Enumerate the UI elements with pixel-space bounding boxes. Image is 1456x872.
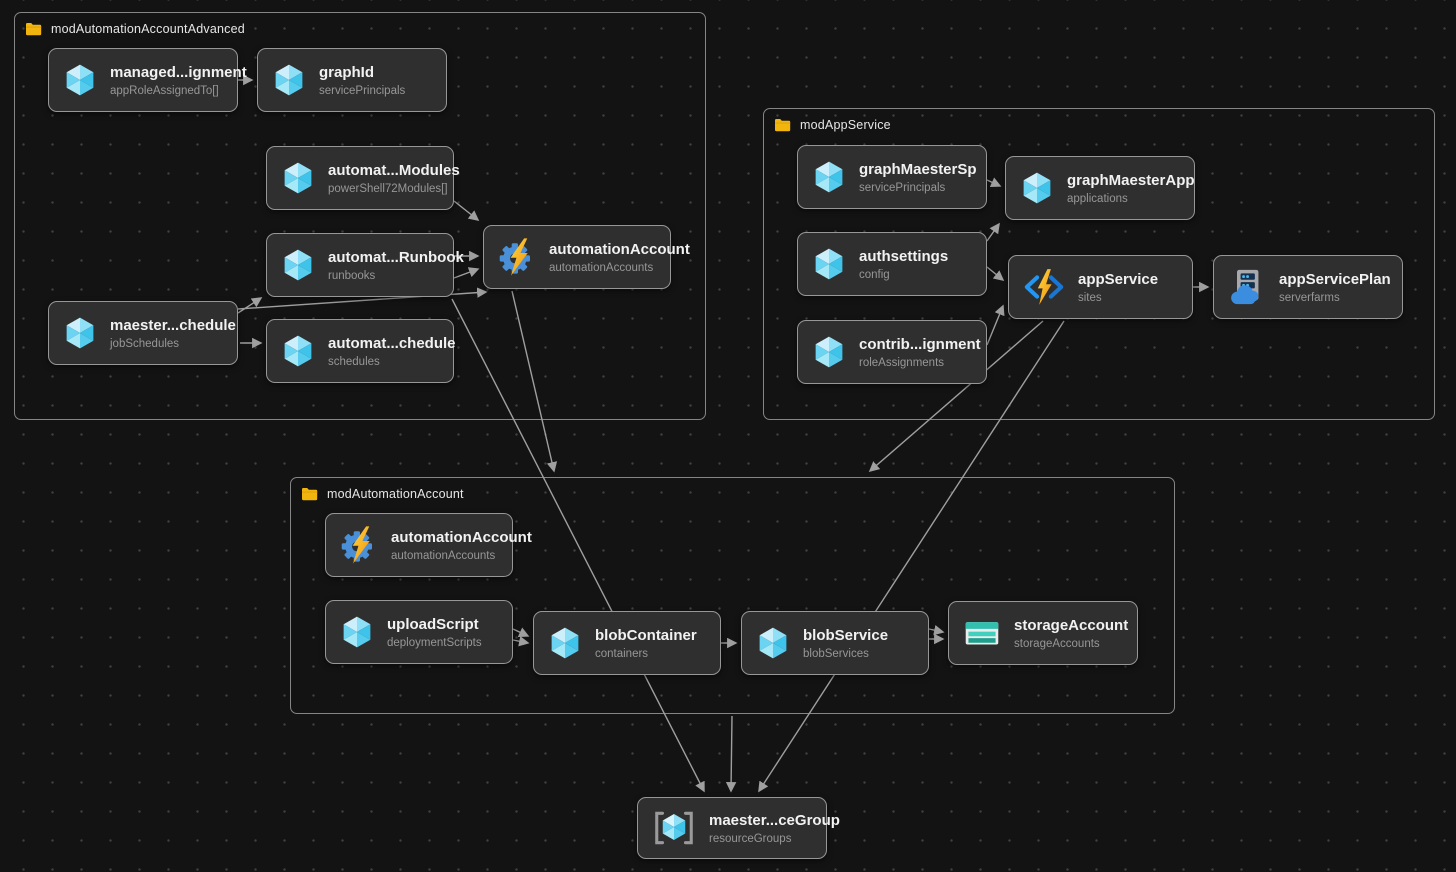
automation-account-icon [341,526,372,564]
module-group-label[interactable]: modAutomationAccountAdvanced [25,22,245,36]
module-group-name: modAutomationAccount [327,487,464,501]
node-title: graphId [319,63,374,81]
node-resource-type: roleAssignments [859,356,945,369]
resource-cube-icon [551,627,579,659]
edge-modAutomationAccount-to-maesterResourceGroup [725,715,737,793]
node-title: maester...chedule [110,316,236,334]
resource-cube-icon [1023,172,1051,204]
node-resource-type: config [859,268,890,281]
folder-icon [302,488,318,501]
module-group-name: modAutomationAccountAdvanced [51,22,245,36]
node-title: graphMaesterSp [859,160,977,178]
node-resource-type: sites [1078,291,1102,304]
resource-cube-icon [343,616,371,648]
node-graphMaesterSp[interactable]: graphMaesterSp servicePrincipals [797,145,987,209]
node-title: storageAccount [1014,616,1129,634]
node-title: automationAccount [391,528,532,546]
node-title: managed...ignment [110,63,247,81]
resource-cube-icon [66,317,94,349]
node-resource-type: servicePrincipals [859,181,946,194]
resource-cube-icon [815,336,843,368]
node-resource-type: schedules [328,355,380,368]
resource-cube-icon [815,161,843,193]
module-group-label[interactable]: modAppService [774,118,891,132]
resource-group-icon [655,811,693,845]
node-blobContainer[interactable]: blobContainer containers [533,611,721,675]
node-storageAccount[interactable]: storageAccount storageAccounts [948,601,1138,665]
resource-cube-icon [284,335,312,367]
node-resource-type: serverfarms [1279,291,1340,304]
module-group-modAutomationAccount: modAutomationAccount [290,477,1175,714]
node-resource-type: applications [1067,192,1128,205]
node-title: automat...chedule [328,334,456,352]
app-service-plan-icon [1231,269,1259,305]
storage-account-icon [965,622,999,645]
node-title: authsettings [859,247,949,265]
node-uploadScript[interactable]: uploadScript deploymentScripts [325,600,513,664]
node-title: maester...ceGroup [709,811,840,829]
module-group-modAppService: modAppService [763,108,1435,420]
node-graphMaesterApp[interactable]: graphMaesterApp applications [1005,156,1195,220]
node-appServicePlan[interactable]: appServicePlan serverfarms [1213,255,1403,319]
node-resource-type: containers [595,647,649,660]
node-resource-type: jobSchedules [110,337,180,350]
node-contribAssignment[interactable]: contrib...ignment roleAssignments [797,320,987,384]
node-automatSchedule[interactable]: automat...chedule schedules [266,319,456,383]
node-automatRunbook[interactable]: automat...Runbook runbooks [266,233,464,297]
node-resource-type: appRoleAssignedTo[] [110,84,219,97]
node-authsettings[interactable]: authsettings config [797,232,987,296]
node-resource-type: deploymentScripts [387,636,482,649]
module-group-modAutomationAccountAdvanced: modAutomationAccountAdvanced [14,12,706,420]
node-maesterSchedule[interactable]: maester...chedule jobSchedules [48,301,238,365]
resource-cube-icon [815,248,843,280]
resource-cube-icon [759,627,787,659]
node-resource-type: blobServices [803,647,869,660]
node-title: blobContainer [595,626,697,644]
node-resource-type: servicePrincipals [319,84,406,97]
automation-account-icon [499,238,530,276]
node-resource-type: automationAccounts [549,261,654,274]
node-title: blobService [803,626,889,644]
resource-cube-icon [275,64,303,96]
node-resource-type: runbooks [328,269,376,282]
folder-icon [775,119,791,132]
node-resource-type: powerShell72Modules[] [328,182,448,195]
node-title: automationAccount [549,240,690,258]
node-automatModules[interactable]: automat...Modules powerShell72Modules[] [266,146,460,210]
app-service-icon [1024,269,1064,305]
node-automationAccountAdv[interactable]: automationAccount automationAccounts [483,225,690,289]
node-title: automat...Modules [328,161,460,179]
node-title: appServicePlan [1279,270,1391,288]
node-title: graphMaesterApp [1067,171,1195,189]
node-maesterResourceGroup[interactable]: maester...ceGroup resourceGroups [637,797,840,859]
node-blobService[interactable]: blobService blobServices [741,611,929,675]
node-graphId[interactable]: graphId servicePrincipals [257,48,447,112]
node-appService[interactable]: appService sites [1008,255,1193,319]
node-resource-type: automationAccounts [391,549,496,562]
folder-icon [26,23,42,36]
node-title: appService [1078,270,1159,288]
resource-cube-icon [66,64,94,96]
node-automationAccount2[interactable]: automationAccount automationAccounts [325,513,532,577]
node-title: contrib...ignment [859,335,981,353]
module-group-label[interactable]: modAutomationAccount [301,487,464,501]
node-resource-type: storageAccounts [1014,637,1100,650]
node-resource-type: resourceGroups [709,832,792,845]
node-title: automat...Runbook [328,248,464,266]
resource-cube-icon [284,249,312,281]
resource-cube-icon [284,162,312,194]
node-managedAssignment[interactable]: managed...ignment appRoleAssignedTo[] [48,48,247,112]
module-group-name: modAppService [800,118,891,132]
node-title: uploadScript [387,615,479,633]
